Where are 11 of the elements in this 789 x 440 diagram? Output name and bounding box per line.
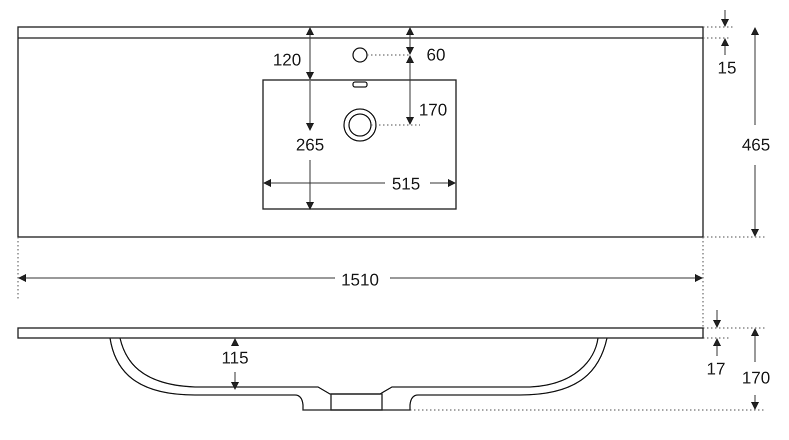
- dimension-label: 465: [742, 136, 770, 154]
- dimension-label: 265: [296, 136, 324, 154]
- dimension-label: 15: [718, 60, 736, 76]
- dimension-label: 120: [272, 52, 302, 68]
- dimension-label: 1510: [341, 272, 379, 288]
- dimension-label: 170: [418, 102, 448, 118]
- dimension-label: 17: [706, 360, 726, 378]
- dimension-label: 170: [742, 370, 770, 386]
- dimension-label: 115: [221, 350, 249, 366]
- dimension-label: 515: [392, 176, 420, 192]
- dimension-label: 60: [426, 46, 446, 64]
